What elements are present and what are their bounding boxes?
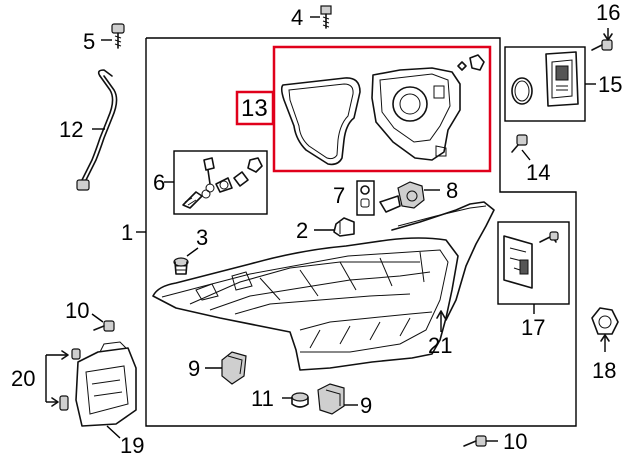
- bolt-14: [511, 134, 528, 153]
- label-11: 11: [251, 386, 274, 411]
- adjuster-parts-6: [182, 157, 263, 209]
- bolt-16: [591, 39, 613, 51]
- bolt-10b: [463, 435, 487, 447]
- label-8: 8: [446, 178, 458, 203]
- label-3: 3: [196, 225, 208, 250]
- gasket-13: [280, 77, 361, 166]
- assembly-outline: [145, 37, 577, 427]
- label-13: 13: [241, 95, 268, 122]
- label-2: 2: [296, 218, 308, 243]
- label-7: 7: [333, 183, 345, 208]
- motor-8: [379, 181, 425, 213]
- headlamp-assembly: [152, 201, 495, 371]
- label-16: 16: [596, 0, 620, 25]
- bracket-2: [333, 217, 355, 237]
- clip-7: [360, 185, 370, 208]
- label-12: 12: [59, 117, 83, 142]
- cap-11: [291, 392, 309, 408]
- connector-9b: [317, 383, 345, 415]
- label-21: 21: [428, 333, 452, 358]
- module-15: [511, 51, 579, 107]
- label-18: 18: [592, 358, 616, 383]
- label-1: 1: [121, 220, 133, 245]
- label-20: 20: [11, 366, 35, 391]
- connector-9a: [221, 351, 247, 385]
- bolt-20b: [59, 395, 69, 411]
- bolt-20a: [71, 348, 81, 360]
- label-17: 17: [521, 315, 545, 340]
- module-17: [503, 231, 559, 289]
- bolt-10a: [93, 320, 115, 332]
- clip-13: [457, 54, 485, 71]
- label-10a: 10: [65, 298, 89, 323]
- label-6: 6: [153, 170, 165, 195]
- bolt-4: [320, 5, 332, 29]
- label-10b: 10: [503, 429, 527, 454]
- label-9b: 9: [360, 393, 372, 418]
- wire-harness-12: [76, 69, 118, 191]
- label-14: 14: [526, 160, 550, 185]
- cap-18: [591, 307, 619, 335]
- label-9a: 9: [188, 356, 200, 381]
- label-19: 19: [120, 433, 144, 458]
- grommet-3: [173, 257, 189, 275]
- highlight-label-box-13: [235, 90, 275, 126]
- label-15: 15: [598, 72, 622, 97]
- cover-13: [371, 67, 461, 161]
- screw-5: [111, 23, 125, 49]
- bracket-19: [75, 341, 137, 427]
- label-5: 5: [83, 29, 95, 54]
- label-4: 4: [291, 5, 303, 30]
- parts-box-7: [356, 180, 375, 216]
